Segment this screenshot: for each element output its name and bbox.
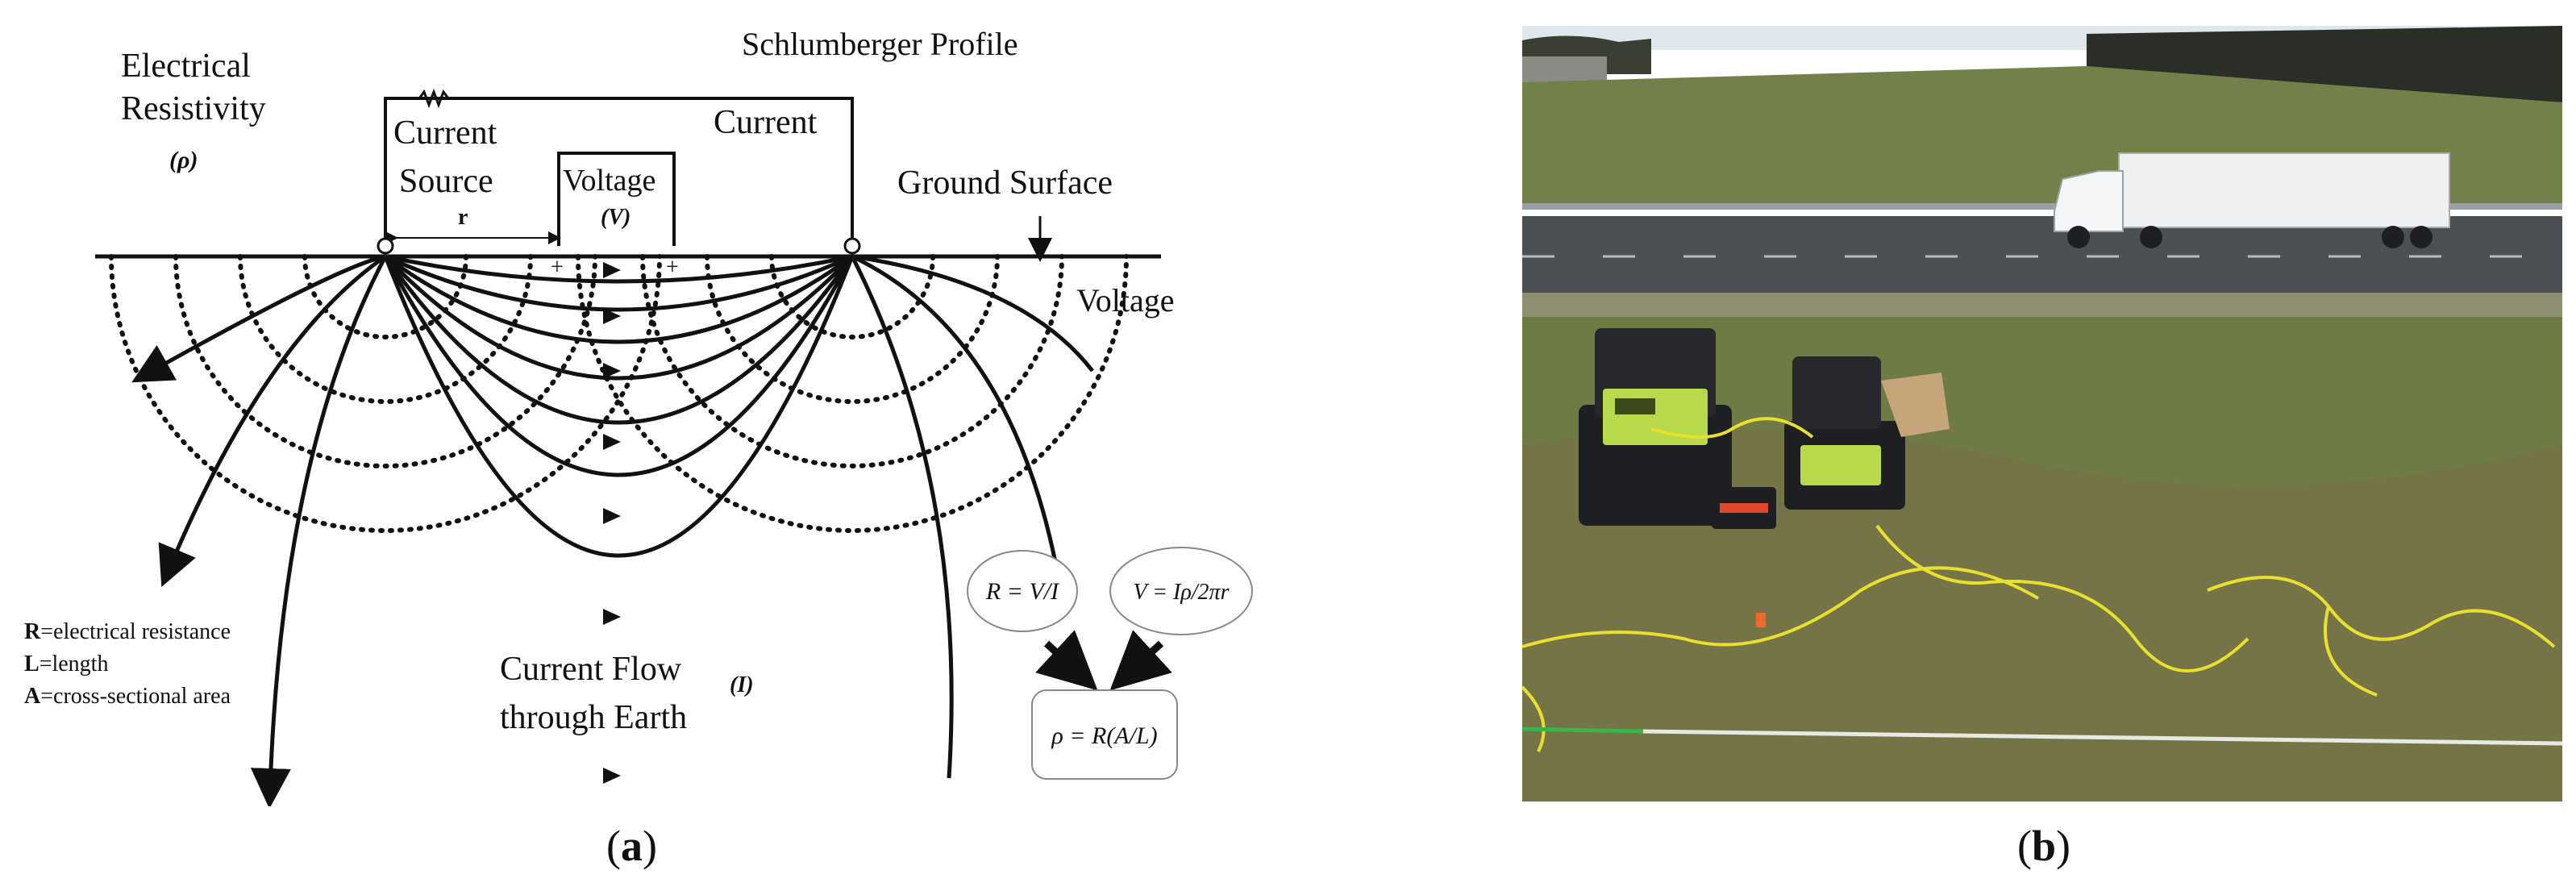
- legend-key-a: A: [24, 684, 41, 709]
- tree-line-right: [2087, 26, 2562, 102]
- voltage-formula-bubble: [1109, 547, 1253, 635]
- svg-text:A=cross-sectional area: A=cross-sectional area: [24, 684, 231, 709]
- green-tape: [1522, 727, 1644, 734]
- r-label: r: [458, 205, 468, 230]
- ground-surface-label: Ground Surface: [897, 164, 1113, 202]
- legend-key-r: R: [24, 619, 41, 644]
- schlumberger-diagram: Schlumberger Profile Electrical Resistiv…: [24, 26, 1253, 806]
- switch-box-case: [1784, 356, 1950, 510]
- legend-text-a: =cross-sectional area: [40, 684, 231, 709]
- ohm-formula-bubble: [967, 550, 1078, 632]
- rho-symbol: (ρ): [169, 147, 198, 173]
- measuring-tape: [1642, 729, 2562, 746]
- ohm-formula: R = V/I: [985, 578, 1060, 605]
- legend-text-r: =electrical resistance: [40, 619, 231, 644]
- current-label: Current: [714, 104, 818, 141]
- equipotential-lines: [109, 254, 1129, 533]
- formula-arrow-left: [1035, 630, 1098, 691]
- current-flow-lines: [131, 254, 1094, 806]
- diagram-title: Schlumberger Profile: [742, 26, 1018, 62]
- voltage-side-label: Voltage: [1076, 282, 1174, 319]
- current-source-line1: Current: [393, 114, 497, 152]
- grass-texture: [1522, 428, 2562, 801]
- legend-text-l: =length: [40, 652, 109, 677]
- circuit-wire: [384, 97, 854, 246]
- resistivity-label-line1: Electrical: [121, 48, 251, 85]
- current-symbol: (I): [730, 672, 754, 697]
- caption-a-letter: a: [620, 822, 643, 870]
- caption-b: (b): [2017, 822, 2071, 870]
- electrode-cables: [1522, 417, 2556, 752]
- electrode-a: [377, 237, 394, 255]
- battery-icon: [418, 88, 450, 109]
- field-photo: [1522, 26, 2562, 801]
- variable-legend: R=electrical resistance L=length A=cross…: [24, 619, 231, 709]
- voltage-formula: V = Iρ/2πr: [1134, 580, 1230, 605]
- electrode-n-plus: +: [666, 255, 679, 280]
- resistivity-meter-case: [1579, 328, 1732, 526]
- current-flow-line1: Current Flow: [500, 651, 682, 688]
- electrode-m-plus: +: [551, 255, 564, 280]
- survey-flag: [1756, 613, 1766, 627]
- current-flow-arrows: [603, 262, 621, 784]
- median-strip: [1522, 293, 2562, 317]
- formula-arrow-right: [1109, 630, 1172, 691]
- resistivity-label-line2: Resistivity: [121, 90, 266, 127]
- legend-key-l: L: [24, 652, 40, 677]
- current-source-line2: Source: [399, 163, 493, 200]
- resistivity-formula: ρ = R(A/L): [1051, 722, 1157, 749]
- guard-rail: [1522, 203, 2562, 210]
- battery-unit: [1712, 487, 1776, 529]
- caption-b-letter: b: [2031, 822, 2057, 870]
- voltage-symbol: (V): [601, 205, 630, 230]
- electrode-b: [843, 237, 861, 255]
- caption-a: (a): [606, 822, 657, 870]
- svg-text:R=electrical resistance: R=electrical resistance: [24, 619, 231, 644]
- voltage-box-label: Voltage: [563, 164, 655, 198]
- semi-truck: [2054, 152, 2450, 248]
- svg-text:L=length: L=length: [24, 652, 108, 677]
- resistivity-formula-box: [1031, 689, 1178, 780]
- current-flow-line2: through Earth: [500, 699, 687, 736]
